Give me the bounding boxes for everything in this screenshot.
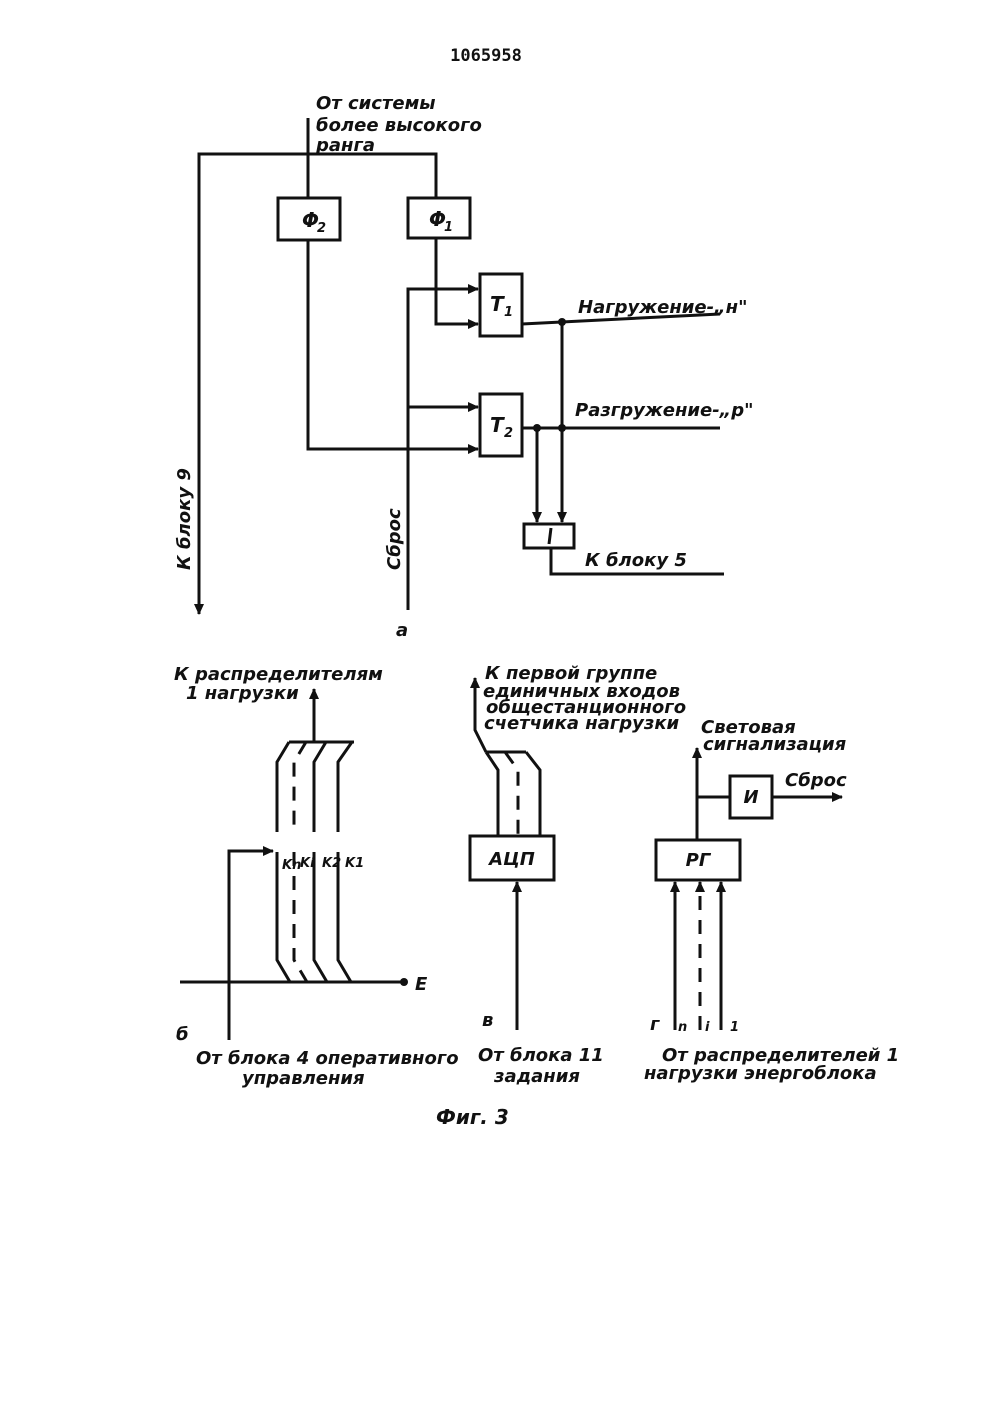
block-f1-sub: 1 (444, 220, 453, 235)
part-v-top-line4: счетчика нагрузки (484, 713, 680, 734)
block-f2-sub: 2 (317, 221, 326, 236)
char-line-k2-top (314, 742, 326, 832)
block-t2-label: T (490, 413, 505, 437)
part-g-bottom-line2: нагрузки энергоблока (644, 1063, 877, 1084)
part-b-top-line1: К распределителям (174, 664, 383, 685)
top-source-line2: более высокого (316, 115, 482, 136)
char-line-ki-top (294, 742, 306, 832)
part-g-top-line2: сигнализация (703, 734, 847, 755)
part-v-bottom-line2: задания (493, 1066, 580, 1087)
label-to-block9: К блоку 9 (174, 468, 195, 570)
input-label-1: 1 (730, 1020, 739, 1035)
label-to-block5: К блоку 5 (585, 550, 687, 571)
char-line-k1-top (338, 742, 352, 832)
part-g-letter: г (650, 1014, 660, 1035)
block-t2-sub: 2 (504, 426, 513, 441)
wire-f2-t2 (308, 240, 478, 449)
part-b-bottom-line1: От блока 4 оперативного (196, 1048, 459, 1069)
top-source-line1: От системы (316, 93, 436, 114)
label-unload: Разгружение-„р" (575, 400, 754, 421)
patent-number: 1065958 (450, 46, 522, 66)
char-line-kn-top (277, 742, 289, 832)
block-adc-label: АЦП (487, 849, 535, 870)
axis-e-label: E (415, 974, 428, 995)
adc-out-1 (486, 752, 498, 835)
wire-control-input (229, 851, 273, 1040)
key-k2: K2 (322, 856, 341, 871)
adc-out-n (526, 752, 540, 835)
part-v-bottom-line1: От блока 11 (478, 1045, 604, 1066)
part-g: Световая сигнализация И Сброс РГ г n i 1… (644, 717, 899, 1084)
block-and-label: И (743, 787, 758, 808)
key-kn: Kn (282, 858, 301, 873)
label-reset-a: Сброс (384, 508, 405, 570)
label-reset-g: Сброс (785, 770, 847, 791)
or-mark (549, 528, 551, 544)
part-b: К распределителям 1 нагрузки Kn Ki K2 K1… (174, 664, 459, 1089)
figure-caption: Фиг. 3 (436, 1105, 509, 1129)
part-a: От системы более высокого ранга Φ 2 Φ 1 … (174, 93, 754, 641)
part-b-letter: б (176, 1024, 189, 1045)
wire-f1-t1 (436, 238, 478, 324)
block-t1-label: T (490, 292, 505, 316)
part-b-top-line2: 1 нагрузки (186, 683, 299, 704)
part-a-letter: а (396, 620, 408, 641)
label-load: Нагружение-„н" (578, 297, 748, 318)
adc-out-i (505, 752, 518, 835)
block-t1-sub: 1 (504, 305, 513, 320)
axis-e-end (400, 978, 408, 986)
block-rg-label: РГ (686, 850, 712, 871)
char-line-k2-bottom (314, 852, 327, 982)
key-ki: Ki (300, 856, 315, 871)
part-b-bottom-line2: управления (242, 1068, 365, 1089)
input-label-i: i (705, 1020, 710, 1035)
input-label-n: n (678, 1020, 687, 1035)
key-k1: K1 (345, 856, 364, 871)
char-line-k1-bottom (338, 852, 351, 982)
part-v-letter: в (482, 1010, 493, 1031)
